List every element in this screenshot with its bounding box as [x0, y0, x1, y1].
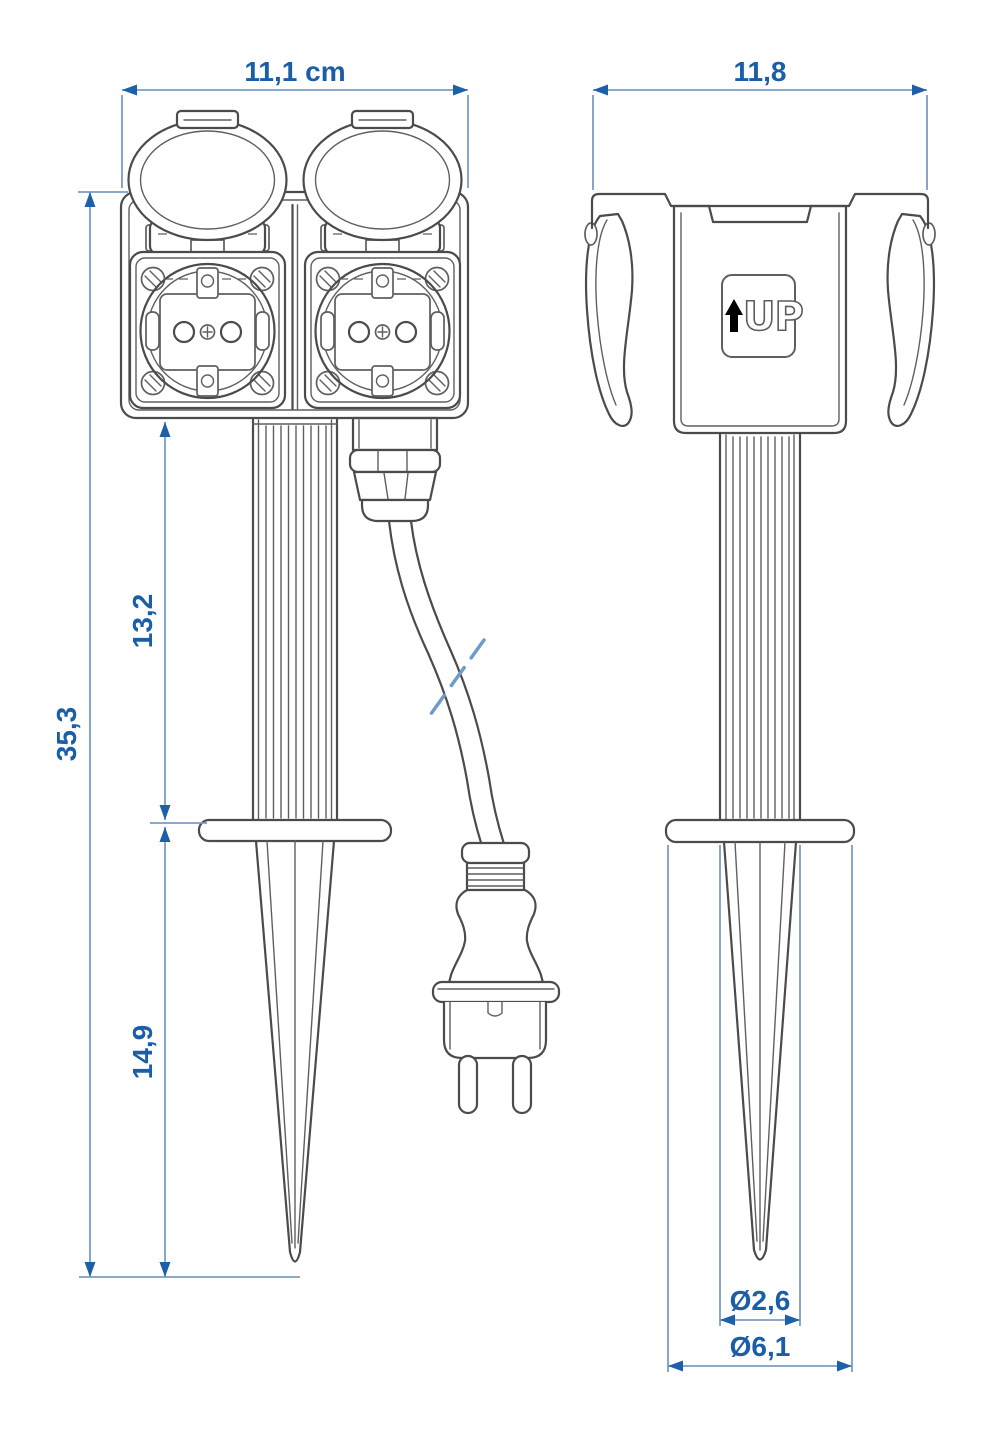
power-cable [387, 519, 506, 848]
up-marking: UP [721, 274, 805, 358]
dimensions-front: 11,1 cm 35,3 13,2 14,9 [51, 56, 469, 1278]
shaft-front [251, 416, 339, 824]
front-view [119, 109, 561, 1263]
dim-spike-diameter-label: Ø2,6 [730, 1285, 791, 1316]
dim-depth-label: 11,8 [734, 56, 787, 87]
housing-side [590, 192, 930, 435]
plug-pin [457, 1054, 479, 1115]
shaft-ribs [732, 436, 790, 819]
shaft-side [718, 431, 802, 824]
dim-width-label: 11,1 cm [244, 56, 345, 87]
ground-spike-side [722, 840, 798, 1261]
dim-spike-height-label: 14,9 [127, 1025, 158, 1080]
dim-depth: 11,8 [592, 56, 928, 190]
up-marking-label: UP [743, 294, 803, 340]
up-arrow-icon [725, 299, 743, 332]
cable-gland [348, 416, 442, 523]
dim-flange-diameter: Ø6,1 [667, 845, 853, 1372]
socket-unit-left [127, 109, 288, 410]
dim-shaft-height: 13,2 [127, 422, 207, 824]
socket-unit-right [302, 109, 463, 410]
flange-side [664, 818, 856, 844]
dim-total-height: 35,3 [51, 191, 300, 1278]
cable-break-mark [426, 638, 486, 720]
side-flap-right [886, 212, 937, 428]
shaft-ribs [265, 425, 327, 819]
dim-total-height-label: 35,3 [51, 707, 82, 762]
dim-flange-diameter-label: Ø6,1 [730, 1331, 791, 1362]
side-view: UP [583, 192, 937, 1261]
plug-pin [511, 1054, 533, 1115]
dim-shaft-height-label: 13,2 [127, 594, 158, 649]
dimensions-side: 11,8 Ø2,6 Ø6,1 [592, 56, 928, 1372]
dim-spike-height: 14,9 [127, 827, 171, 1277]
plug-grip-ribs [467, 867, 524, 887]
flange-front [197, 818, 393, 843]
ground-spike-front [254, 839, 336, 1263]
power-plug [431, 841, 561, 1115]
dim-spike-diameter: Ø2,6 [719, 845, 801, 1326]
dim-width: 11,1 cm [121, 56, 469, 188]
side-flap-left [583, 212, 634, 428]
